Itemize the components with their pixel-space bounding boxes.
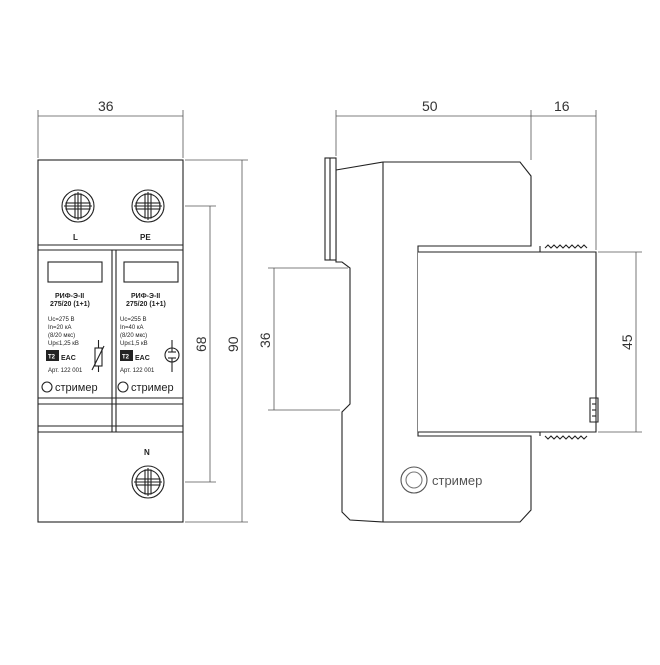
side-dimensions <box>268 110 642 433</box>
dim-label-45: 45 <box>619 334 635 350</box>
side-brand-logo-icon <box>400 466 428 494</box>
dim-label-36-width: 36 <box>98 98 114 114</box>
module-right-model-1: РИФ-Э-II <box>131 293 160 300</box>
module-left-spec-2: In=20 кА <box>48 325 71 331</box>
module-right-article: Арт. 122 001 <box>120 368 155 374</box>
dim-label-68: 68 <box>193 336 209 352</box>
side-latch <box>589 397 599 423</box>
dim-label-36-rail: 36 <box>257 332 273 348</box>
front-body-outline <box>37 159 184 523</box>
module-left-spec-1: Uc=275 В <box>48 317 75 323</box>
class-badge-right-text: T2 <box>122 355 130 361</box>
module-left-spec-3: (8/20 мкс) <box>48 333 75 339</box>
side-view <box>324 157 599 523</box>
module-left-text: РИФ-Э-II 275/20 (1+1) Uc=275 В In=20 кА … <box>48 293 98 394</box>
window-left <box>47 261 103 283</box>
side-brand-text: стример <box>432 473 482 488</box>
cert-mark-right: EAC <box>135 355 150 362</box>
dim-label-50: 50 <box>422 98 438 114</box>
terminal-label-n: N <box>144 448 150 457</box>
module-right-text: РИФ-Э-II 275/20 (1+1) Uc=255 В In=40 кА … <box>120 293 174 394</box>
dim-label-16: 16 <box>554 98 570 114</box>
side-grip-top <box>544 244 588 249</box>
module-right-spec-1: Uc=255 В <box>120 317 147 323</box>
front-dimensions <box>37 110 248 523</box>
side-brand-logo-inner-icon <box>405 471 423 489</box>
screw-terminal-pe-icon <box>131 189 165 223</box>
screw-terminal-l-icon <box>61 189 95 223</box>
brand-logo-right-icon <box>117 381 129 393</box>
module-right-spec-4: Up≤1,5 кВ <box>120 341 148 347</box>
module-left-article: Арт. 122 001 <box>48 368 83 374</box>
cert-mark-left: EAC <box>61 355 76 362</box>
class-badge-right: T2 <box>120 350 133 361</box>
terminal-label-l: L <box>73 233 78 242</box>
class-badge-left: T2 <box>46 350 59 361</box>
side-module-body <box>418 251 597 433</box>
varistor-symbol-icon <box>91 340 105 372</box>
module-left-brand: стример <box>55 382 98 394</box>
screw-terminal-n-icon <box>131 465 165 499</box>
brand-logo-left-icon <box>41 381 53 393</box>
module-right-spec-3: (8/20 мкс) <box>120 333 147 339</box>
module-left-spec-4: Up≤1,25 кВ <box>48 341 79 347</box>
module-left-model-2: 275/20 (1+1) <box>50 301 90 308</box>
front-view <box>37 159 184 523</box>
terminal-label-pe: PE <box>140 233 151 242</box>
class-badge-left-text: T2 <box>48 355 56 361</box>
module-right-spec-2: In=40 кА <box>120 325 143 331</box>
module-left-model-1: РИФ-Э-II <box>55 293 84 300</box>
gas-arrester-symbol-icon <box>164 340 180 372</box>
side-grip-bottom <box>544 435 588 440</box>
dim-label-90: 90 <box>225 336 241 352</box>
side-body-profile <box>335 161 532 523</box>
module-right-brand: стример <box>131 382 174 394</box>
window-right <box>123 261 179 283</box>
module-right-model-2: 275/20 (1+1) <box>126 301 166 308</box>
